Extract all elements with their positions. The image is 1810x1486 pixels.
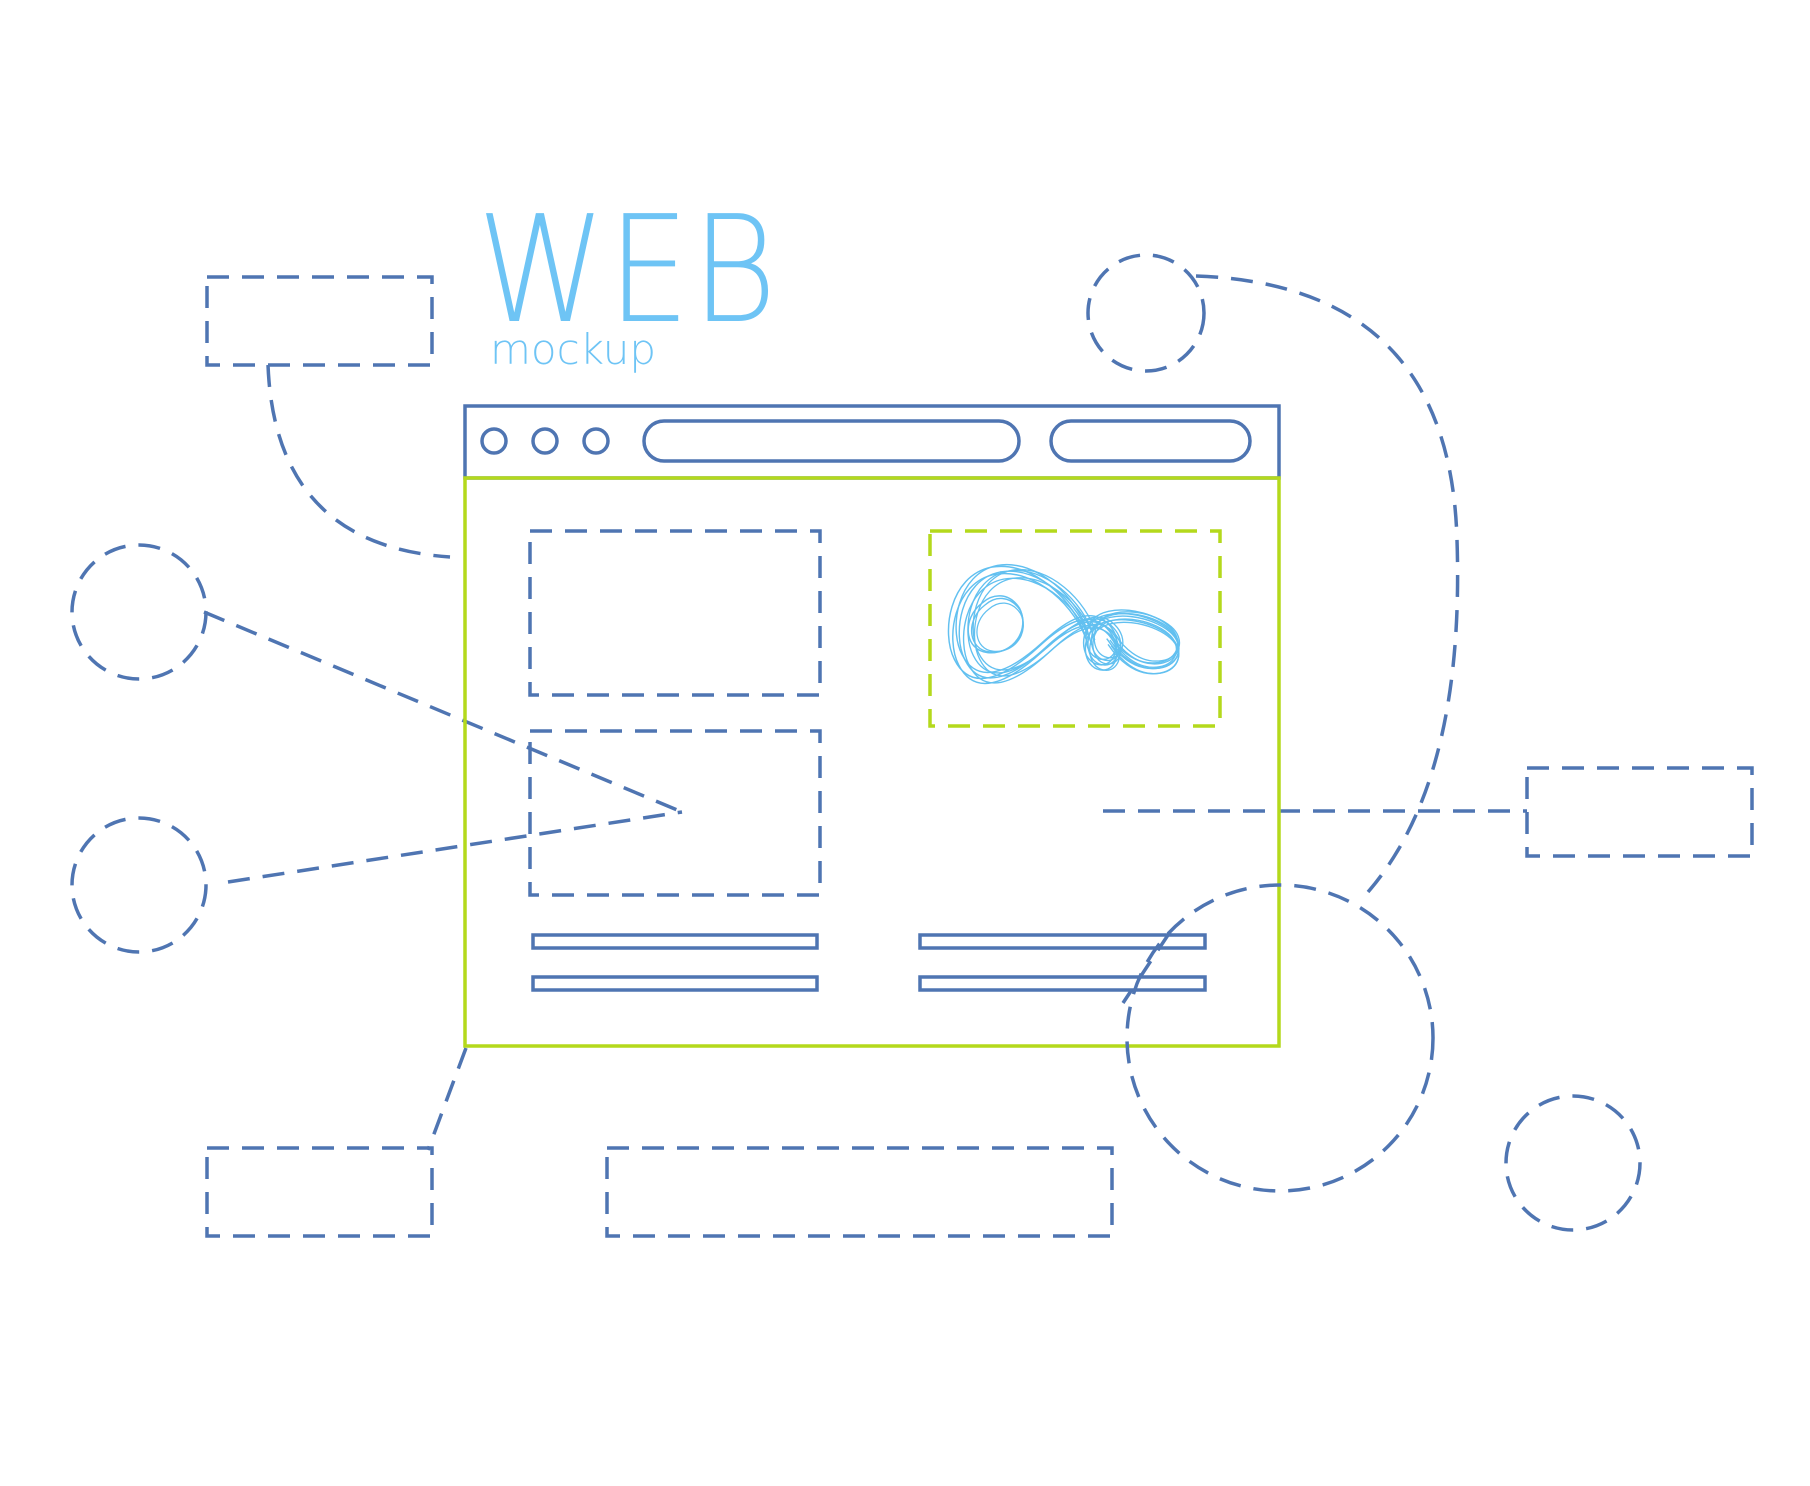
dashed-circles: [70, 253, 1642, 1232]
text-line-left-2: [531, 975, 819, 992]
swirl-stroke: [955, 563, 1179, 674]
box-bottom-center: [605, 1146, 1114, 1238]
browser-dot-icon: [582, 427, 610, 455]
connector-top-left: [266, 364, 451, 559]
search-bar: [1049, 419, 1252, 463]
circle-left-lower: [70, 816, 208, 954]
swirl-stroke: [972, 568, 1181, 671]
infinity-swirl-icon: [947, 563, 1181, 685]
connector-bottom-left: [426, 1047, 468, 1151]
box-top-left: [205, 275, 434, 367]
text-line-right-2: [918, 975, 1207, 992]
swirl-stroke: [967, 595, 1024, 654]
dashed-boxes: [205, 275, 1754, 1238]
browser-dot-icon: [531, 427, 559, 455]
browser-dot-icon: [480, 427, 508, 455]
box-right: [1525, 766, 1754, 858]
connector-circle-left-upper: [203, 610, 683, 814]
subtitle-mockup: mockup: [490, 325, 657, 374]
browser-content-frame: [463, 476, 1281, 1048]
swirl-stroke: [973, 577, 1178, 677]
connector-circle-left-lower: [227, 810, 683, 884]
text-line-right-1: [918, 933, 1207, 950]
content-block-top: [528, 529, 822, 697]
circle-bottom-right: [1504, 1094, 1642, 1232]
title-web: WEB: [477, 184, 779, 356]
box-bottom-left: [205, 1146, 434, 1238]
browser-toolbar: [463, 404, 1281, 480]
circle-top-right: [1086, 253, 1206, 373]
swirl-stroke: [976, 602, 1024, 652]
circle-left-upper: [70, 543, 208, 681]
address-bar: [642, 419, 1021, 463]
browser-window: [463, 404, 1281, 1048]
connector-right-arc: [1195, 274, 1460, 894]
image-placeholder: [928, 529, 1222, 728]
circle-large-bottom-right: [1125, 883, 1435, 1193]
content-block-middle: [528, 729, 822, 897]
text-line-left-1: [531, 933, 819, 950]
connector-large-circle: [1121, 931, 1172, 1004]
